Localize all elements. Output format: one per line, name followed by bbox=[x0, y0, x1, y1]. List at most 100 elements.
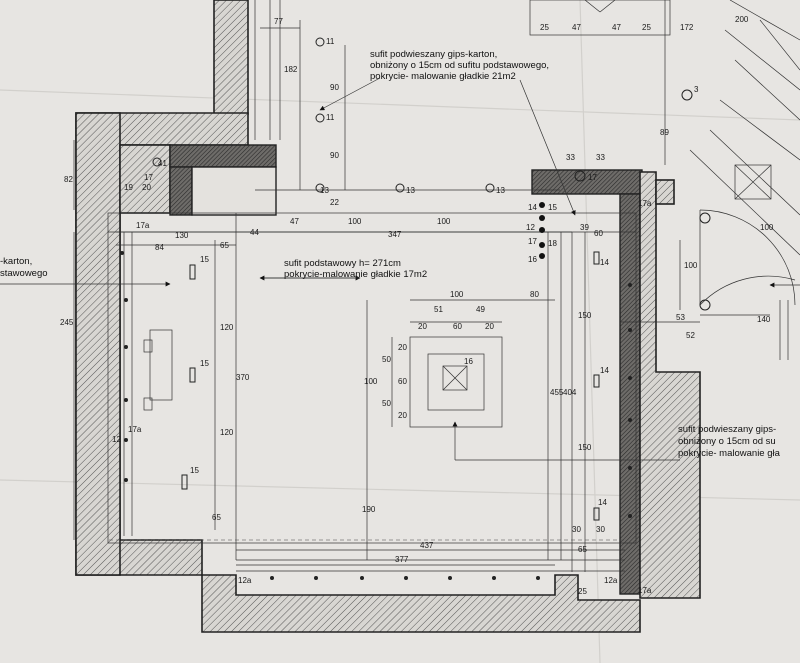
dim-100a: 100 bbox=[348, 217, 362, 226]
dim-60: 60 bbox=[594, 229, 603, 238]
marker-12-left: 12 bbox=[112, 435, 121, 444]
marker-16: 16 bbox=[528, 255, 537, 264]
ceiling-main-line2: pokrycie-malowanie gładkie 17m2 bbox=[284, 269, 427, 280]
dim-90b: 90 bbox=[330, 151, 339, 160]
marker-14-1: 14 bbox=[600, 258, 609, 267]
ceiling-left-line2: stawowego bbox=[0, 268, 48, 279]
dim-130: 130 bbox=[175, 231, 189, 240]
dim-right-53: 53 bbox=[676, 313, 685, 322]
marker-17a: 17 bbox=[528, 237, 537, 246]
marker-13a: 13 bbox=[320, 186, 329, 195]
dim-182: 182 bbox=[284, 65, 298, 74]
outlet-symbols bbox=[120, 37, 711, 580]
dim-120a: 120 bbox=[220, 323, 234, 332]
dim-box-20a: 20 bbox=[418, 322, 427, 331]
dim-190: 190 bbox=[362, 505, 376, 514]
dim-245: 245 bbox=[60, 318, 74, 327]
dim-box-v60: 60 bbox=[398, 377, 407, 386]
top-vent bbox=[269, 0, 671, 140]
marker-15-1: 15 bbox=[200, 255, 209, 264]
dim-22: 22 bbox=[330, 198, 339, 207]
marker-15a: 15 bbox=[548, 203, 557, 212]
dim-404: 404 bbox=[563, 388, 577, 397]
dim-65c: 65 bbox=[578, 545, 587, 554]
dim-377: 377 bbox=[395, 555, 409, 564]
dim-82: 82 bbox=[64, 175, 73, 184]
dim-455: 455 bbox=[550, 388, 564, 397]
dim-top-172: 172 bbox=[680, 23, 694, 32]
dim-box-100: 100 bbox=[450, 290, 464, 299]
marker-17-left: 17 bbox=[144, 173, 153, 182]
marker-3: 3 bbox=[694, 85, 699, 94]
marker-41: 41 bbox=[158, 159, 167, 168]
marker-12a: 12 bbox=[526, 223, 535, 232]
dim-right-52: 52 bbox=[686, 331, 695, 340]
marker-labels: 11 11 13 13 13 14 15 12 17 18 16 17 41 1… bbox=[112, 37, 699, 595]
dim-box-60: 60 bbox=[453, 322, 462, 331]
dim-90a: 90 bbox=[330, 83, 339, 92]
ceiling-main-line1: sufit podstawowy h= 271cm bbox=[284, 258, 401, 269]
marker-13c: 13 bbox=[496, 186, 505, 195]
marker-19: 19 bbox=[124, 183, 133, 192]
ceiling-top-line3: pokrycie- malowanie gładkie 21m2 bbox=[370, 71, 516, 82]
dim-200: 200 bbox=[735, 15, 749, 24]
dim-box-v50a: 50 bbox=[382, 355, 391, 364]
dim-120b: 120 bbox=[220, 428, 234, 437]
marker-15-3: 15 bbox=[190, 466, 199, 475]
dim-47: 47 bbox=[290, 217, 299, 226]
marker-17-right: 17 bbox=[588, 173, 597, 182]
marker-20-left: 20 bbox=[142, 183, 151, 192]
marker-12a-botright: 12a bbox=[604, 576, 618, 585]
stair-area bbox=[689, 0, 800, 360]
dim-box-51: 51 bbox=[434, 305, 443, 314]
ceiling-left-line1: -karton, bbox=[0, 256, 32, 267]
dim-437: 437 bbox=[420, 541, 434, 550]
marker-17a-midleft: 17a bbox=[128, 425, 142, 434]
dim-44: 44 bbox=[250, 228, 259, 237]
ceiling-top-line2: obniżony o 15cm od sufitu podstawowego, bbox=[370, 60, 549, 71]
dim-347: 347 bbox=[388, 230, 402, 239]
dim-150b: 150 bbox=[578, 443, 592, 452]
room-outline bbox=[107, 212, 637, 572]
ceiling-right-line3: pokrycie- malowanie gła bbox=[678, 448, 781, 459]
dim-150a: 150 bbox=[578, 311, 592, 320]
ceiling-right-line2: obniżony o 15cm od su bbox=[678, 436, 776, 447]
marker-14-3: 14 bbox=[598, 498, 607, 507]
dim-39: 39 bbox=[580, 223, 589, 232]
dim-30a: 30 bbox=[572, 525, 581, 534]
leader-arrows bbox=[0, 77, 800, 461]
marker-17a-right: 17a bbox=[638, 199, 652, 208]
walls bbox=[75, 0, 701, 633]
dim-box-v50b: 50 bbox=[382, 399, 391, 408]
marker-12a-botleft: 12a bbox=[238, 576, 252, 585]
dim-top-47b: 47 bbox=[612, 23, 621, 32]
dim-right-100: 100 bbox=[684, 261, 698, 270]
dim-77: 77 bbox=[274, 17, 283, 26]
dim-89: 89 bbox=[660, 128, 669, 137]
dim-370: 370 bbox=[236, 373, 250, 382]
center-fixture bbox=[409, 299, 555, 428]
dim-top-25a: 25 bbox=[540, 23, 549, 32]
marker-18: 18 bbox=[548, 239, 557, 248]
dim-right-140: 140 bbox=[757, 315, 771, 324]
ceiling-top-line1: sufit podwieszany gips-karton, bbox=[370, 49, 497, 60]
dim-box-49: 49 bbox=[476, 305, 485, 314]
dim-33a: 33 bbox=[566, 153, 575, 162]
marker-16-center: 16 bbox=[464, 357, 473, 366]
dim-65b: 65 bbox=[212, 513, 221, 522]
dim-box-v100: 100 bbox=[364, 377, 378, 386]
dim-top-25b: 25 bbox=[642, 23, 651, 32]
dim-right-100b: 100 bbox=[760, 223, 774, 232]
marker-14a: 14 bbox=[528, 203, 537, 212]
dim-box-20b: 20 bbox=[485, 322, 494, 331]
dim-65a: 65 bbox=[220, 241, 229, 250]
marker-17a-topleft: 17a bbox=[136, 221, 150, 230]
dimension-labels: 25 47 47 25 172 77 182 90 90 22 82 245 8… bbox=[60, 15, 774, 596]
marker-11b: 11 bbox=[326, 113, 335, 122]
dim-33b: 33 bbox=[596, 153, 605, 162]
marker-15-2: 15 bbox=[200, 359, 209, 368]
dimension-lines bbox=[73, 0, 770, 566]
dim-30b: 30 bbox=[596, 525, 605, 534]
marker-14-2: 14 bbox=[600, 366, 609, 375]
